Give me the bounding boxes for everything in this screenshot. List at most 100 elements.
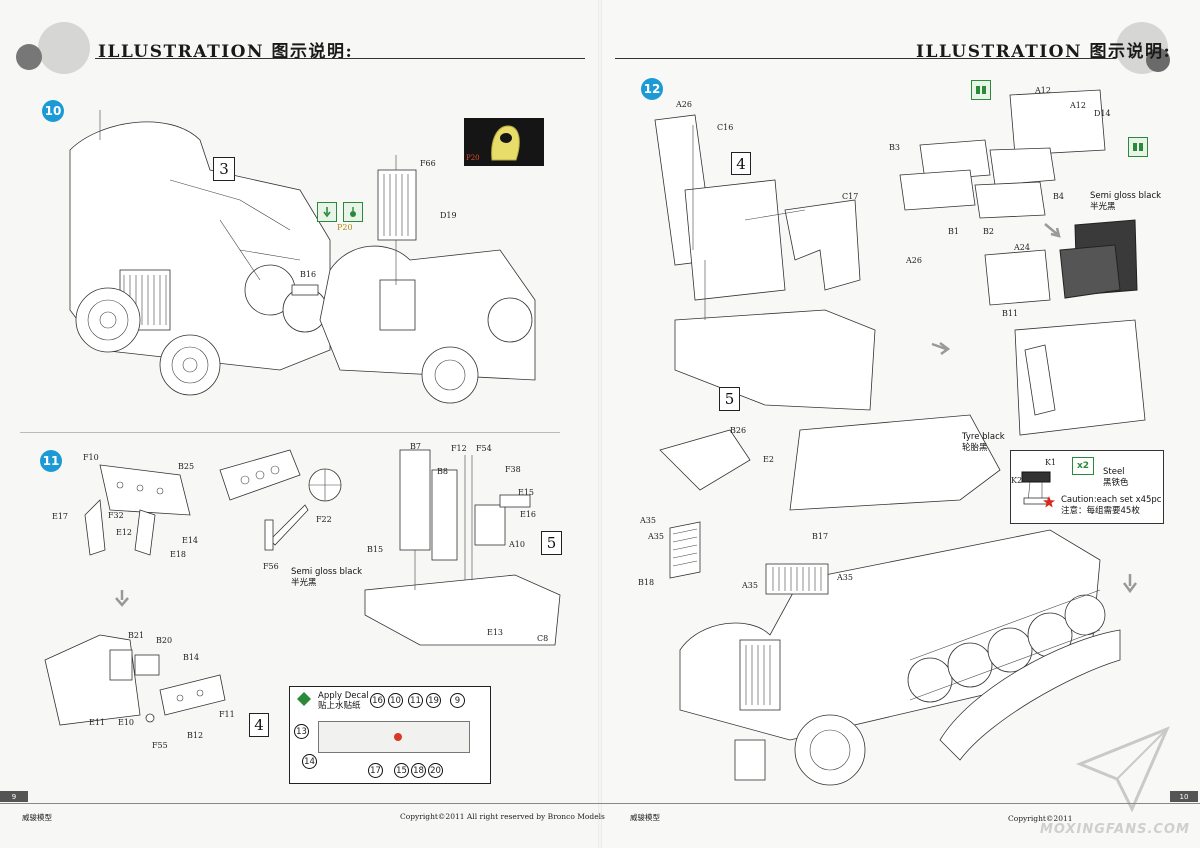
- step12-body-assembly: [654, 114, 876, 411]
- decal-num-15: 15: [394, 763, 409, 778]
- arrow-down-gray-icon-right: [1123, 574, 1137, 594]
- section-divider-left: [20, 432, 560, 433]
- label-a26-top: A26: [676, 100, 692, 109]
- label-f55: F55: [152, 741, 168, 750]
- step10-ref-box-3: 3: [213, 157, 235, 181]
- label-b11: B11: [1002, 309, 1019, 318]
- label-b21: B21: [128, 631, 145, 640]
- decal-red-mark: [394, 733, 402, 741]
- steel-text-cn: 黑铁色: [1103, 478, 1129, 488]
- steel-text: Steel: [1103, 467, 1125, 477]
- label-d19: D19: [440, 211, 457, 220]
- label-e10: E10: [118, 718, 135, 727]
- decal-num-20: 20: [428, 763, 443, 778]
- label-f10: F10: [83, 453, 99, 462]
- glue-icon: [343, 202, 363, 222]
- label-e18: E18: [170, 550, 187, 559]
- decal-num-17: 17: [368, 763, 383, 778]
- step12-rear-seat-assembly: [984, 219, 1146, 436]
- label-e12: E12: [116, 528, 133, 537]
- label-a24: A24: [1014, 243, 1030, 252]
- decal-title: Apply Decal: [318, 691, 369, 701]
- part-photo-p20: P20: [464, 118, 544, 166]
- label-c8: C8: [537, 634, 549, 643]
- label-a26-right: A26: [906, 256, 922, 265]
- tyre-black-text: Tyre black: [962, 432, 1005, 442]
- label-b12: B12: [187, 731, 204, 740]
- semi-gloss-note-right: Semi gloss black 半光黑: [1090, 191, 1161, 213]
- decal-title-cn: 贴上水贴纸: [318, 701, 361, 711]
- page-title-left: ILLUSTRATION 图示说明:: [98, 42, 354, 62]
- label-a10: A10: [509, 540, 525, 549]
- label-a35-2: A35: [648, 532, 664, 541]
- step-badge-11: 11: [40, 450, 62, 472]
- label-k2: K2: [1011, 476, 1023, 485]
- semi-gloss-text-cn: 半光黑: [291, 578, 317, 588]
- front-grille-part: [669, 521, 701, 579]
- label-f11: F11: [219, 710, 235, 719]
- label-b4: B4: [1053, 192, 1064, 201]
- watermark-text: MOXINGFANS.COM: [1040, 822, 1190, 837]
- rear-grille-part: [765, 563, 829, 595]
- label-b1: B1: [948, 227, 959, 236]
- label-b26: B26: [730, 426, 747, 435]
- label-e11: E11: [89, 718, 106, 727]
- steel-note: Steel 黑铁色: [1103, 467, 1129, 489]
- photo-label-p20: P20: [466, 154, 480, 162]
- label-a35-1: A35: [640, 516, 656, 525]
- decal-icon: [297, 692, 311, 706]
- header-rule-left: [95, 58, 585, 59]
- label-f12: F12: [451, 444, 467, 453]
- label-k1: K1: [1045, 458, 1057, 467]
- step12-seats-assembly: [899, 89, 1106, 219]
- brand-right: 威骏模型: [630, 813, 660, 822]
- decal-num-16: 16: [370, 693, 385, 708]
- paint-green-icon-right: [1128, 137, 1148, 157]
- part-p20-shape: [491, 125, 520, 161]
- semi-gloss-text: Semi gloss black: [291, 567, 363, 577]
- step10-illustration-right: [291, 155, 536, 404]
- label-f22: F22: [316, 515, 332, 524]
- label-f66: F66: [420, 159, 436, 168]
- step11-body-part: [364, 449, 561, 646]
- tyre-black-note: Tyre black 轮胎黑: [962, 432, 1005, 454]
- caution-text-cn: 注意：每组需要45枚: [1061, 506, 1140, 516]
- step-badge-12: 12: [641, 78, 663, 100]
- label-b20: B20: [156, 636, 173, 645]
- semi-gloss-note-left: Semi gloss black 半光黑: [291, 567, 362, 589]
- step-badge-10: 10: [42, 100, 64, 122]
- label-a35-3: A35: [742, 581, 758, 590]
- caution-star-icon: [1043, 496, 1055, 508]
- brand-left: 威骏模型: [22, 813, 52, 822]
- label-e15: E15: [518, 488, 535, 497]
- label-b8: B8: [437, 467, 448, 476]
- page-title-right: ILLUSTRATION 图示说明:: [916, 42, 1172, 62]
- label-c17: C17: [842, 192, 859, 201]
- label-d14: D14: [1094, 109, 1111, 118]
- label-b17: B17: [812, 532, 829, 541]
- step11-assembly-lower: [44, 634, 226, 726]
- decal-num-10: 10: [388, 693, 403, 708]
- label-b25: B25: [178, 462, 195, 471]
- label-a35-4: A35: [837, 573, 853, 582]
- decal-num-18: 18: [411, 763, 426, 778]
- caution-note: Caution:each set x45pc 注意：每组需要45枚: [1061, 495, 1162, 517]
- arrow-diag-gray-icon-1: [1044, 223, 1061, 238]
- label-f38: F38: [505, 465, 521, 474]
- label-b7: B7: [410, 442, 421, 451]
- decal-num-13: 13: [294, 724, 309, 739]
- label-b18: B18: [638, 578, 655, 587]
- label-a12-1: A12: [1035, 86, 1051, 95]
- decal-instruction-box: Apply Decal 贴上水贴纸 16 10 11 19 9 13 14 17…: [289, 686, 491, 784]
- arrow-diag-gray-icon-2: [931, 342, 951, 356]
- copyright-text: Copyright©2011 All right reserved by Bro…: [400, 812, 605, 821]
- track-link-part: [1021, 471, 1051, 505]
- semi-gloss-text-right: Semi gloss black: [1090, 191, 1162, 201]
- label-b14: B14: [183, 653, 200, 662]
- qty-x2-badge: x2: [1072, 457, 1094, 475]
- decal-num-19: 19: [426, 693, 441, 708]
- label-b15: B15: [367, 545, 384, 554]
- copyright-text-right: Copyright©2011: [1008, 814, 1073, 823]
- header-rule-right: [615, 58, 1115, 59]
- step11-fender-part: [84, 464, 191, 556]
